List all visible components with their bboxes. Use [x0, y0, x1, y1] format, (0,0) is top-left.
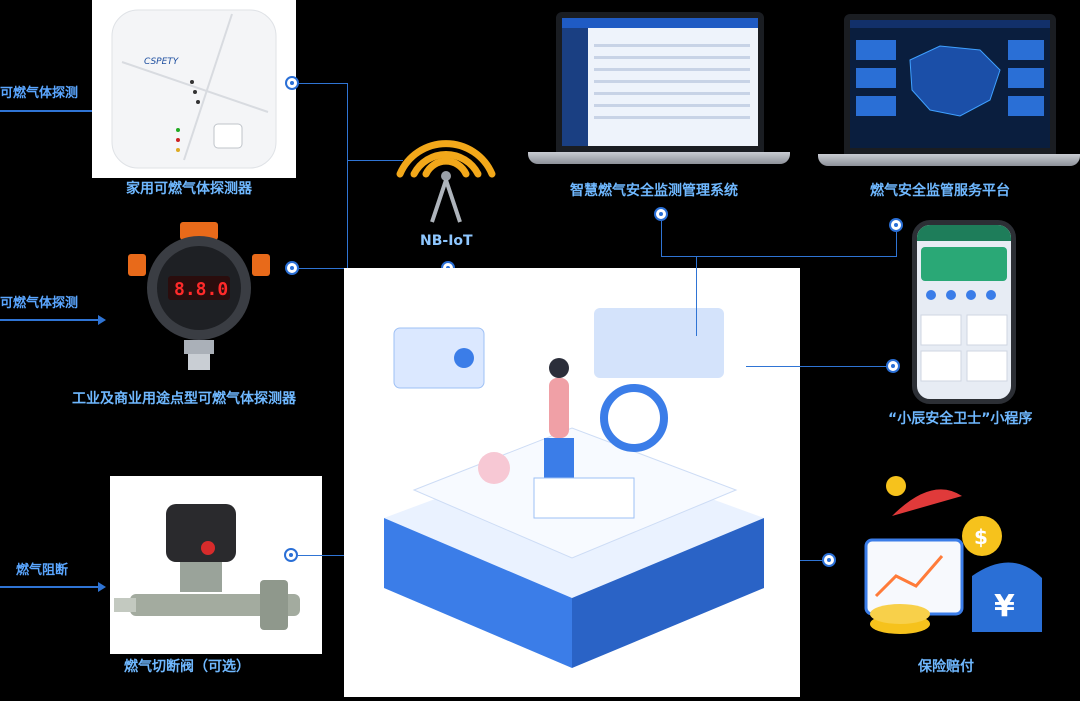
connector-dot	[886, 359, 900, 373]
left-label-gas-detect-1: 可燃气体探测	[0, 86, 79, 101]
nbiot-label: NB-IoT	[420, 233, 473, 249]
mini-program-screen-icon	[917, 225, 1011, 382]
left-label-gas-detect-2: 可燃气体探测	[0, 296, 79, 311]
svg-text:8.8.0: 8.8.0	[174, 279, 228, 300]
insurance-illustration: $ ¥	[864, 476, 1042, 634]
connector-dot	[889, 218, 903, 232]
home-detector-caption: 家用可燃气体探测器	[126, 181, 252, 197]
mini-program-phone	[912, 220, 1016, 404]
china-map-dashboard-icon	[850, 20, 1050, 117]
monitoring-system-screen	[556, 12, 764, 152]
home-detector-icon: CSPETY	[111, 9, 277, 169]
monitoring-system-caption: 智慧燃气安全监测管理系统	[570, 183, 738, 199]
arrow-right-icon	[0, 315, 106, 325]
industrial-detector-icon: 8.8.0	[128, 222, 270, 370]
shutoff-valve-caption: 燃气切断阀（可选）	[124, 659, 250, 675]
svg-text:$: $	[974, 525, 988, 549]
home-detector-image: CSPETY	[92, 0, 296, 178]
smart-kitchen-illustration	[384, 308, 764, 668]
dashboard-table-icon	[562, 18, 758, 146]
svg-text:CSPETY: CSPETY	[144, 57, 180, 67]
connector-dot	[285, 76, 299, 90]
nbiot-signal-icon	[396, 140, 496, 223]
connector-dot	[822, 553, 836, 567]
supervision-platform-caption: 燃气安全监管服务平台	[870, 183, 1010, 199]
svg-text:¥: ¥	[994, 589, 1015, 624]
left-label-gas-shutoff: 燃气阻断	[16, 563, 69, 578]
arrow-right-icon	[0, 582, 106, 592]
industrial-detector-caption: 工业及商业用途点型可燃气体探测器	[72, 391, 296, 407]
valve-icon	[114, 504, 300, 630]
connector-dot	[654, 207, 668, 221]
mini-program-caption: “小辰安全卫士”小程序	[888, 411, 1033, 427]
insurance-caption: 保险赔付	[918, 659, 974, 675]
connector-dot	[284, 548, 298, 562]
arrow-right-icon	[0, 106, 100, 116]
shutoff-valve-image	[110, 476, 322, 654]
central-illustration	[344, 268, 800, 697]
supervision-platform-screen	[844, 14, 1056, 154]
connector-dot	[285, 261, 299, 275]
